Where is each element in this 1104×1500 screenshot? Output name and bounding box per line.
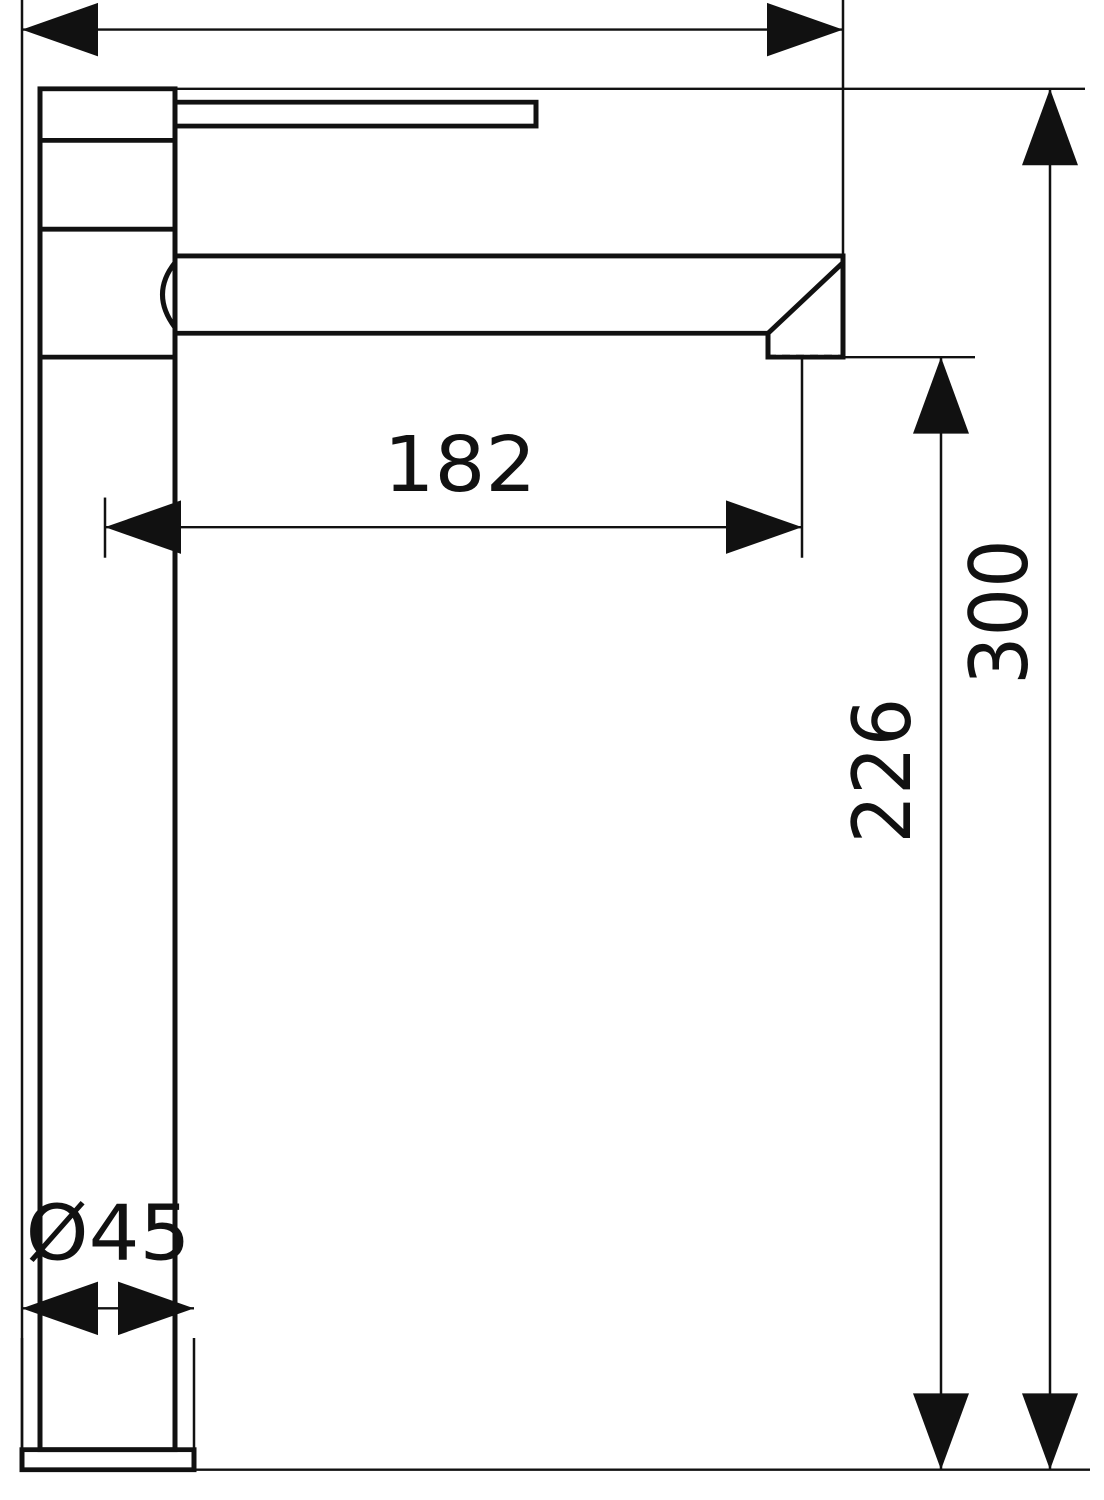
extension-lines <box>20 0 1090 1471</box>
dim-overall-height: 300 <box>953 88 1078 1470</box>
faucet-outline <box>19 86 846 1473</box>
handle-lever <box>172 99 539 129</box>
spout <box>175 253 846 360</box>
dim-300-arrow-top <box>1022 88 1078 166</box>
dim-182-arrow-left <box>105 500 181 554</box>
dim-182-arrow-right <box>726 500 802 554</box>
dim-spout-height: 226 <box>836 357 969 1470</box>
spout-joint-curve <box>160 261 178 329</box>
dim-215-arrow-left <box>22 2 98 57</box>
spout-bevel <box>766 260 845 335</box>
dim-overall-width: 215 <box>22 0 843 57</box>
dim-215-arrow-right <box>767 2 843 57</box>
drawing-scaled-group: 215 182 226 300 Ø45 <box>19 0 1090 1473</box>
dim-182-label: 182 <box>384 421 537 510</box>
dim-45-label: Ø45 <box>26 1189 191 1278</box>
dim-300-label: 300 <box>953 539 1046 685</box>
dim-spout-reach: 182 <box>105 421 802 554</box>
dim-226-label: 226 <box>836 698 929 844</box>
dim-226-arrow-top <box>913 357 969 434</box>
dim-45-arrow-right <box>118 1281 194 1336</box>
base-plate <box>19 1447 197 1473</box>
dim-base-diameter: Ø45 <box>22 1189 194 1336</box>
dim-300-arrow-bottom <box>1022 1393 1078 1470</box>
dim-226-arrow-bottom <box>913 1393 969 1470</box>
dim-215-label: 215 <box>371 0 524 8</box>
dim-45-arrow-left <box>22 1281 98 1336</box>
